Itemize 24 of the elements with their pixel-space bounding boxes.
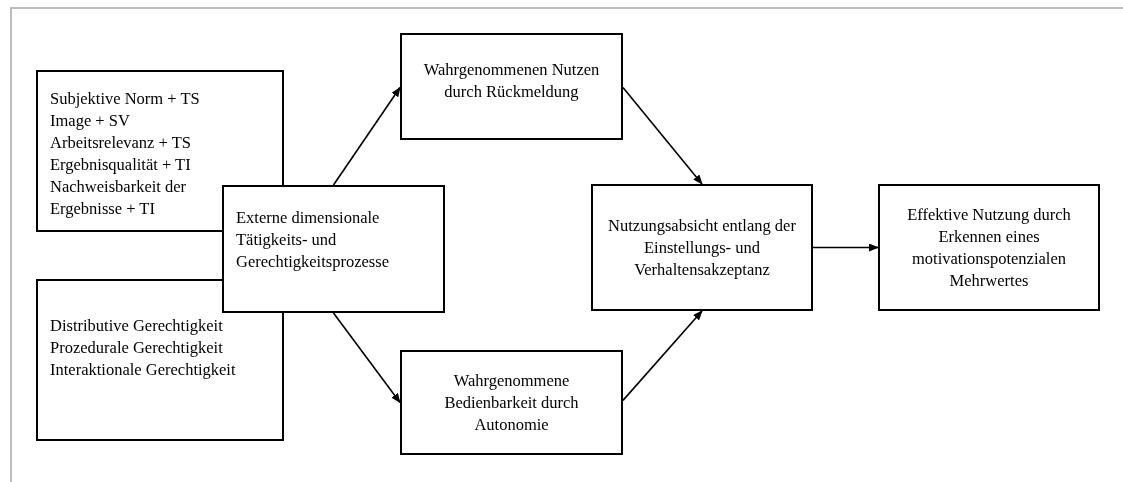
- arrow: [622, 310, 703, 402]
- box-text: Wahrgenommenen Nutzen durch Rückmeldung: [422, 59, 601, 103]
- arrow: [812, 243, 879, 252]
- text-box: [878, 184, 1100, 311]
- box-text: Nutzungsabsicht entlang der Einstellungs- und Verhaltensakzeptanz: [607, 214, 797, 281]
- box-text: Nachweisbarkeit der Ergebnisse + TI: [50, 176, 188, 220]
- text-box: [222, 185, 445, 313]
- text-box: [400, 350, 623, 455]
- text-box: [400, 33, 623, 140]
- box-text: Subjektive Norm + TS: [50, 88, 200, 110]
- box-text: Interaktionale Gerechtigkeit: [50, 359, 236, 381]
- box-text: Wahrgenommene Bedienbarkeit durch Autonomie: [443, 369, 580, 436]
- arrow: [332, 312, 401, 404]
- box-text: Effektive Nutzung durch Erkennen eines motivationspotenzialen Mehrwertes: [906, 203, 1072, 292]
- box-text: Prozedurale Gerechtigkeit: [50, 337, 223, 359]
- box-text: Distributive Gerechtigkeit: [50, 315, 223, 337]
- text-box: [36, 279, 284, 441]
- arrow: [622, 86, 703, 185]
- text-box: [591, 184, 813, 311]
- box-text: Image + SV: [50, 110, 130, 132]
- box-text: Ergebnisqualität + TI: [50, 154, 191, 176]
- arrow: [332, 86, 401, 186]
- box-text: Externe dimensionale Tätigkeits- und Gerechtigkeitsprozesse: [236, 207, 391, 273]
- box-text: Arbeitsrelevanz + TS: [50, 132, 191, 154]
